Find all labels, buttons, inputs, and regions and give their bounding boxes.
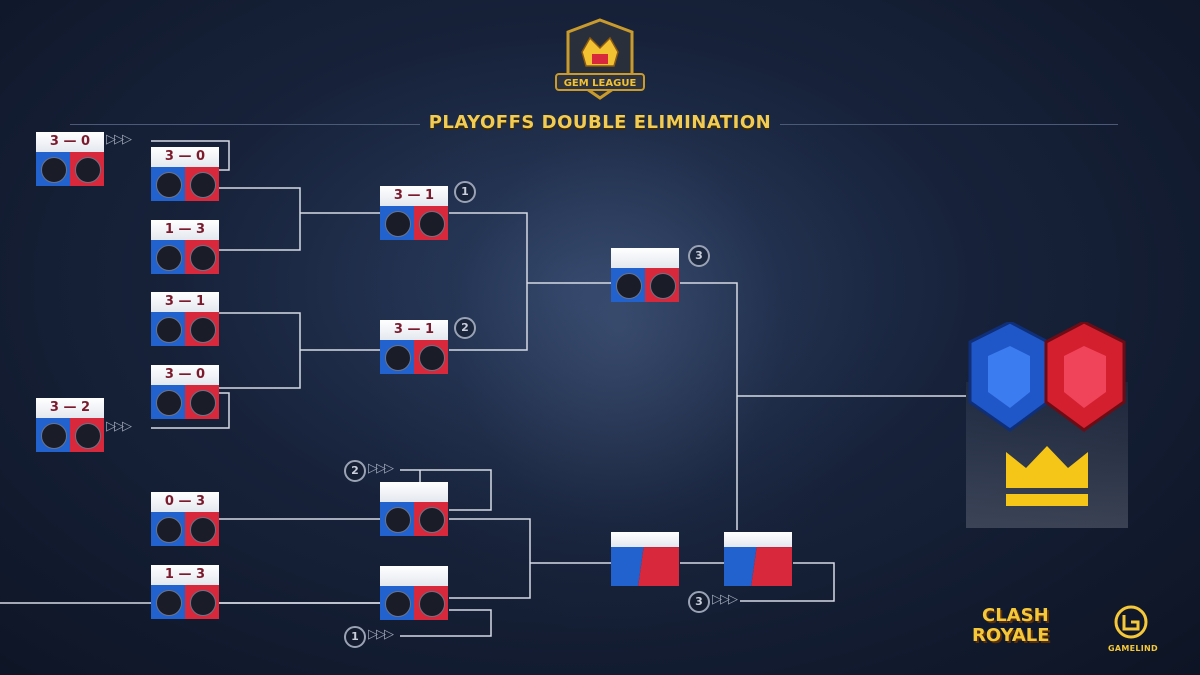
gamelind-logo: GAMELIND	[1108, 604, 1158, 658]
match-lb-r2-m1[interactable]	[380, 482, 448, 536]
match-score: 3 — 2	[36, 398, 104, 418]
team-logo-icon	[41, 423, 67, 449]
team-logo-icon	[385, 507, 411, 533]
match-r1-m3[interactable]: 3 — 1	[151, 292, 219, 346]
match-score: 3 — 1	[151, 292, 219, 312]
team-logo-icon	[650, 273, 676, 299]
team-logo-icon	[419, 211, 445, 237]
match-r1-m1[interactable]: 3 — 0	[151, 147, 219, 201]
match-number-badge: 3	[688, 245, 710, 267]
match-r1-m4[interactable]: 3 — 0	[151, 365, 219, 419]
advance-arrows-icon: ▷▷▷	[368, 461, 394, 476]
team-logo-icon	[419, 345, 445, 371]
team-logo-icon	[75, 423, 101, 449]
team-logo-icon	[616, 273, 642, 299]
team-logo-icon	[385, 211, 411, 237]
match-number-badge: 2	[344, 460, 366, 482]
team-logo-icon	[156, 245, 182, 271]
advance-arrows-icon: ▷▷▷	[712, 592, 738, 607]
team-logo-icon	[190, 517, 216, 543]
page-title: PLAYOFFS DOUBLE ELIMINATION	[428, 112, 772, 133]
match-number-badge: 1	[454, 181, 476, 203]
match-number-badge: 2	[454, 317, 476, 339]
match-score: 3 — 0	[151, 365, 219, 385]
advance-arrows-icon: ▷▷▷	[106, 419, 132, 434]
team-logo-icon	[156, 517, 182, 543]
match-score: 3 — 1	[380, 320, 448, 340]
team-logo-icon	[419, 591, 445, 617]
gamelind-logo-icon	[1114, 605, 1148, 639]
match-r1-m2[interactable]: 1 — 3	[151, 220, 219, 274]
team-logo-icon	[385, 345, 411, 371]
gamelind-logo-text: GAMELIND	[1108, 644, 1158, 653]
match-score: 3 — 1	[380, 186, 448, 206]
advance-arrows-icon: ▷▷▷	[106, 132, 132, 147]
team-logo-icon	[156, 172, 182, 198]
match-lb-final[interactable]	[724, 532, 792, 586]
match-number-badge: 3	[688, 591, 710, 613]
championship-trophy-icon	[966, 322, 1128, 528]
team-logo-icon	[75, 157, 101, 183]
gem-league-logo: GEM LEAGUE	[555, 18, 645, 100]
match-r0-bottom[interactable]: 3 — 2	[36, 398, 104, 452]
team-logo-icon	[156, 390, 182, 416]
match-r0-top[interactable]: 3 — 0	[36, 132, 104, 186]
match-r2-m1[interactable]: 3 — 1	[380, 186, 448, 240]
match-score: 0 — 3	[151, 492, 219, 512]
header-divider-left	[70, 124, 420, 125]
match-lb-r2-m2[interactable]	[380, 566, 448, 620]
match-score: 1 — 3	[151, 220, 219, 240]
clash-royale-logo-line2: ROYALE	[972, 625, 1050, 646]
match-lb-m2[interactable]: 1 — 3	[151, 565, 219, 619]
team-logo-icon	[190, 317, 216, 343]
match-lb-m1[interactable]: 0 — 3	[151, 492, 219, 546]
team-logo-icon	[156, 317, 182, 343]
team-logo-icon	[190, 390, 216, 416]
match-lb-semifinal[interactable]	[611, 532, 679, 586]
team-logo-icon	[190, 245, 216, 271]
team-logo-icon	[190, 172, 216, 198]
advance-arrows-icon: ▷▷▷	[368, 627, 394, 642]
team-logo-icon	[156, 590, 182, 616]
match-number-badge: 1	[344, 626, 366, 648]
match-score: 3 — 0	[151, 147, 219, 167]
team-logo-icon	[190, 590, 216, 616]
clash-royale-logo-line1: CLASH	[982, 605, 1049, 626]
clash-royale-logo: CLASH ROYALE	[972, 606, 1090, 656]
match-r2-m2[interactable]: 3 — 1	[380, 320, 448, 374]
match-score: 1 — 3	[151, 565, 219, 585]
header-divider-right	[780, 124, 1118, 125]
match-winners-final[interactable]	[611, 248, 679, 302]
team-logo-icon	[385, 591, 411, 617]
match-score: 3 — 0	[36, 132, 104, 152]
gem-league-logo-text: GEM LEAGUE	[564, 78, 637, 89]
team-logo-icon	[41, 157, 67, 183]
team-logo-icon	[419, 507, 445, 533]
